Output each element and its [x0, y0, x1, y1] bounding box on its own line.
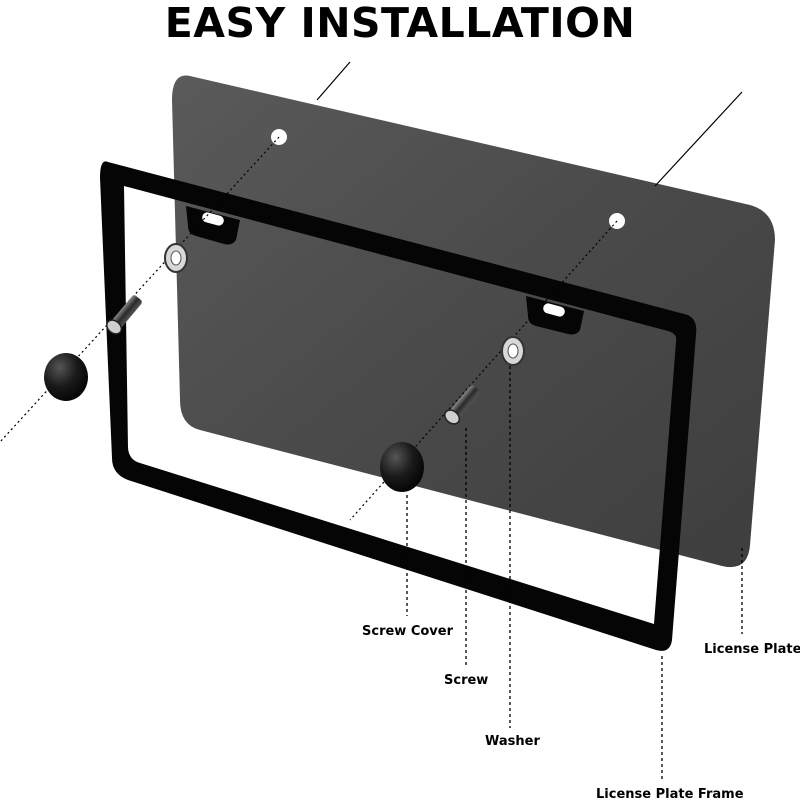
- guide-line-top-right: [654, 91, 743, 187]
- screw-left: [106, 295, 142, 335]
- frame-slot-right: [543, 303, 565, 317]
- page-title: EASY INSTALLATION: [164, 0, 636, 47]
- screw-cover-right: [380, 442, 424, 492]
- label-screw-cover: Screw Cover: [362, 624, 454, 639]
- screw-right: [444, 385, 480, 425]
- guide-line-top-left: [316, 61, 351, 101]
- screw-cover-left: [44, 353, 88, 401]
- label-license-plate: License Plate: [704, 642, 800, 657]
- label-screw: Screw: [444, 673, 489, 688]
- label-washer: Washer: [485, 734, 540, 749]
- license-plate-panel: [172, 75, 775, 568]
- right-hardware: [380, 336, 525, 492]
- left-hardware: [44, 243, 188, 401]
- label-license-plate-frame: License Plate Frame: [596, 787, 744, 802]
- label-leaders: [406, 366, 743, 782]
- alignment-lines: [0, 136, 618, 521]
- license-plate-frame: [100, 161, 697, 651]
